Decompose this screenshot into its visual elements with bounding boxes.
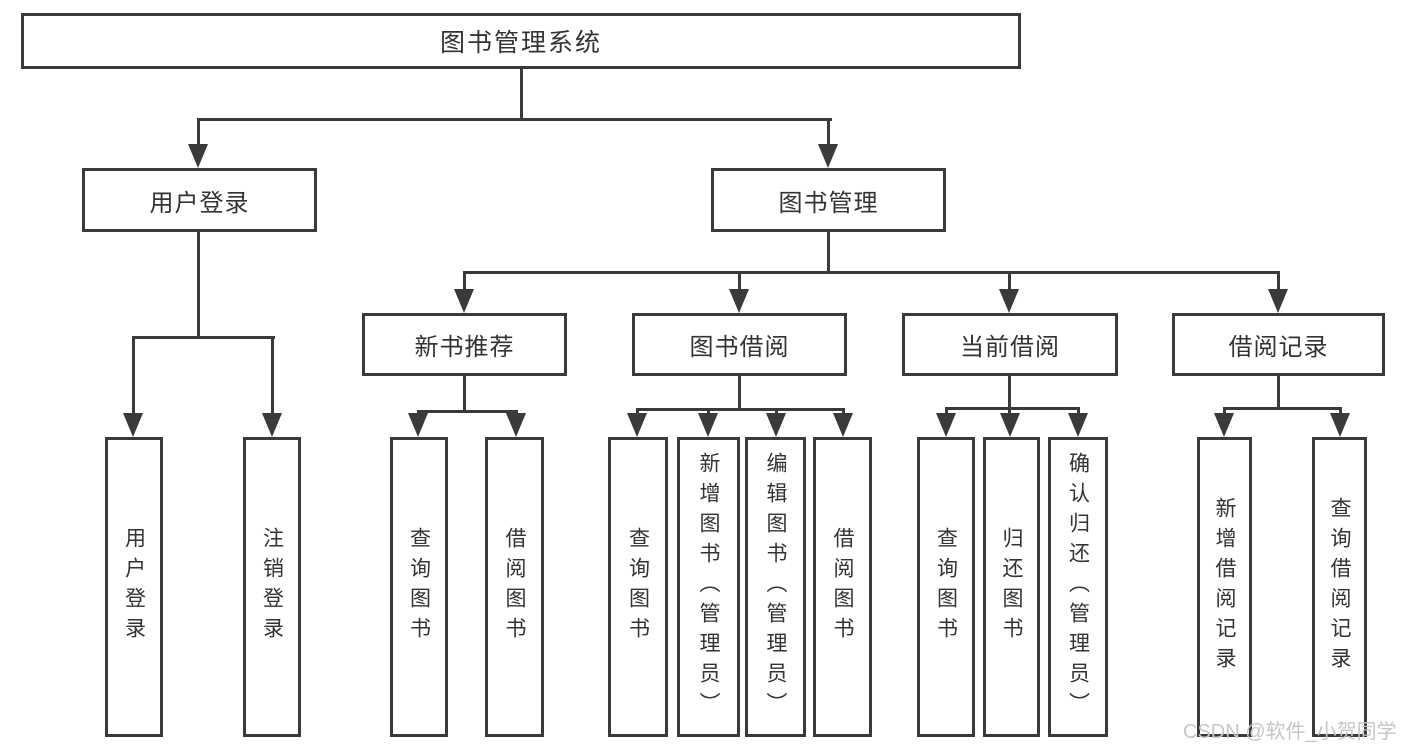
node-book-management: 图书管理 — [711, 168, 946, 232]
connector-line — [271, 336, 274, 414]
arrowhead-down-icon — [1330, 413, 1350, 437]
connector-line — [132, 336, 135, 414]
leaf-logout-label: 注销登录 — [260, 527, 284, 647]
connector-line — [945, 407, 1080, 410]
csdn-watermark: CSDN @软件_小贺同学 — [1183, 721, 1397, 743]
leaf-return-books: 归还图书 — [983, 437, 1040, 737]
leaf-confirm-return-admin: 确认归还（管理员） — [1048, 437, 1108, 737]
connector-line — [463, 271, 1280, 274]
leaf-query-books-borrowing: 查询图书 — [608, 437, 668, 737]
leaf-edit-book-admin: 编辑图书（管理员） — [745, 437, 806, 737]
arrowhead-down-icon — [833, 413, 853, 437]
connector-line — [1223, 407, 1226, 417]
node-library-management-system-label: 图书管理系统 — [439, 29, 602, 57]
connector-line — [636, 408, 845, 411]
leaf-confirm-return-admin-label: 确认归还（管理员） — [1066, 452, 1090, 722]
arrowhead-down-icon — [936, 413, 956, 437]
leaf-query-books-recommend: 查询图书 — [390, 437, 448, 737]
arrowhead-down-icon — [262, 413, 282, 437]
node-new-book-recommendation-label: 新书推荐 — [414, 334, 515, 361]
leaf-add-borrow-record: 新增借阅记录 — [1197, 437, 1252, 737]
connector-line — [1008, 407, 1011, 417]
connector-line — [945, 407, 948, 417]
node-user-login: 用户登录 — [82, 168, 317, 232]
leaf-edit-book-admin-label: 编辑图书（管理员） — [764, 452, 787, 722]
leaf-query-borrow-record: 查询借阅记录 — [1312, 437, 1367, 737]
connector-line — [738, 376, 741, 408]
arrowhead-down-icon — [1268, 289, 1288, 313]
connector-line — [197, 118, 200, 146]
leaf-query-books-current-label: 查询图书 — [934, 527, 958, 647]
node-new-book-recommendation: 新书推荐 — [362, 313, 567, 376]
node-library-management-system: 图书管理系统 — [21, 13, 1021, 69]
leaf-query-books-current: 查询图书 — [917, 437, 975, 737]
leaf-borrow-books-recommend-label: 借阅图书 — [503, 527, 526, 647]
arrowhead-down-icon — [818, 144, 838, 168]
arrowhead-down-icon — [1068, 413, 1088, 437]
node-borrowing-records: 借阅记录 — [1172, 313, 1385, 376]
leaf-borrow-books-borrowing-label: 借阅图书 — [831, 527, 854, 647]
arrowhead-down-icon — [188, 144, 208, 168]
leaf-borrow-books-recommend: 借阅图书 — [485, 437, 544, 737]
leaf-user-login: 用户登录 — [105, 437, 163, 737]
leaf-query-books-recommend-label: 查询图书 — [407, 527, 431, 647]
node-user-login-label: 用户登录 — [149, 189, 250, 217]
connector-line — [197, 232, 200, 336]
connector-line — [827, 232, 830, 271]
connector-line — [1008, 271, 1011, 291]
node-current-borrowing-label: 当前借阅 — [960, 334, 1060, 361]
connector-line — [1339, 407, 1342, 417]
node-book-management-label: 图书管理 — [778, 189, 879, 217]
connector-line — [132, 336, 275, 339]
leaf-add-book-admin: 新增图书（管理员） — [677, 437, 740, 737]
connector-line — [463, 271, 466, 291]
connector-line — [1277, 376, 1280, 407]
connector-line — [197, 118, 832, 121]
leaf-return-books-label: 归还图书 — [1000, 527, 1023, 647]
leaf-query-borrow-record-label: 查询借阅记录 — [1328, 497, 1351, 677]
connector-line — [520, 69, 523, 118]
leaf-user-login-label: 用户登录 — [122, 527, 146, 647]
connector-line — [417, 410, 518, 413]
connector-line — [827, 118, 830, 146]
arrowhead-down-icon — [1000, 413, 1020, 437]
connector-line — [1223, 407, 1342, 410]
node-current-borrowing: 当前借阅 — [902, 313, 1118, 376]
arrowhead-down-icon — [698, 413, 718, 437]
connector-line — [1277, 271, 1280, 291]
leaf-add-book-admin-label: 新增图书（管理员） — [697, 452, 720, 722]
connector-line — [463, 376, 466, 410]
arrowhead-down-icon — [627, 413, 647, 437]
connector-line — [1077, 407, 1080, 417]
leaf-borrow-books-borrowing: 借阅图书 — [813, 437, 872, 737]
arrowhead-down-icon — [123, 413, 143, 437]
node-book-borrowing-label: 图书借阅 — [689, 334, 790, 361]
arrowhead-down-icon — [506, 413, 526, 437]
leaf-add-borrow-record-label: 新增借阅记录 — [1213, 497, 1236, 677]
leaf-logout: 注销登录 — [243, 437, 301, 737]
node-book-borrowing: 图书借阅 — [632, 313, 847, 376]
arrowhead-down-icon — [408, 413, 428, 437]
arrowhead-down-icon — [999, 289, 1019, 313]
arrowhead-down-icon — [454, 289, 474, 313]
connector-line — [1008, 376, 1011, 407]
leaf-query-books-borrowing-label: 查询图书 — [626, 527, 650, 647]
arrowhead-down-icon — [729, 289, 749, 313]
arrowhead-down-icon — [1214, 413, 1234, 437]
arrowhead-down-icon — [766, 413, 786, 437]
connector-line — [738, 271, 741, 291]
node-borrowing-records-label: 借阅记录 — [1228, 334, 1329, 361]
